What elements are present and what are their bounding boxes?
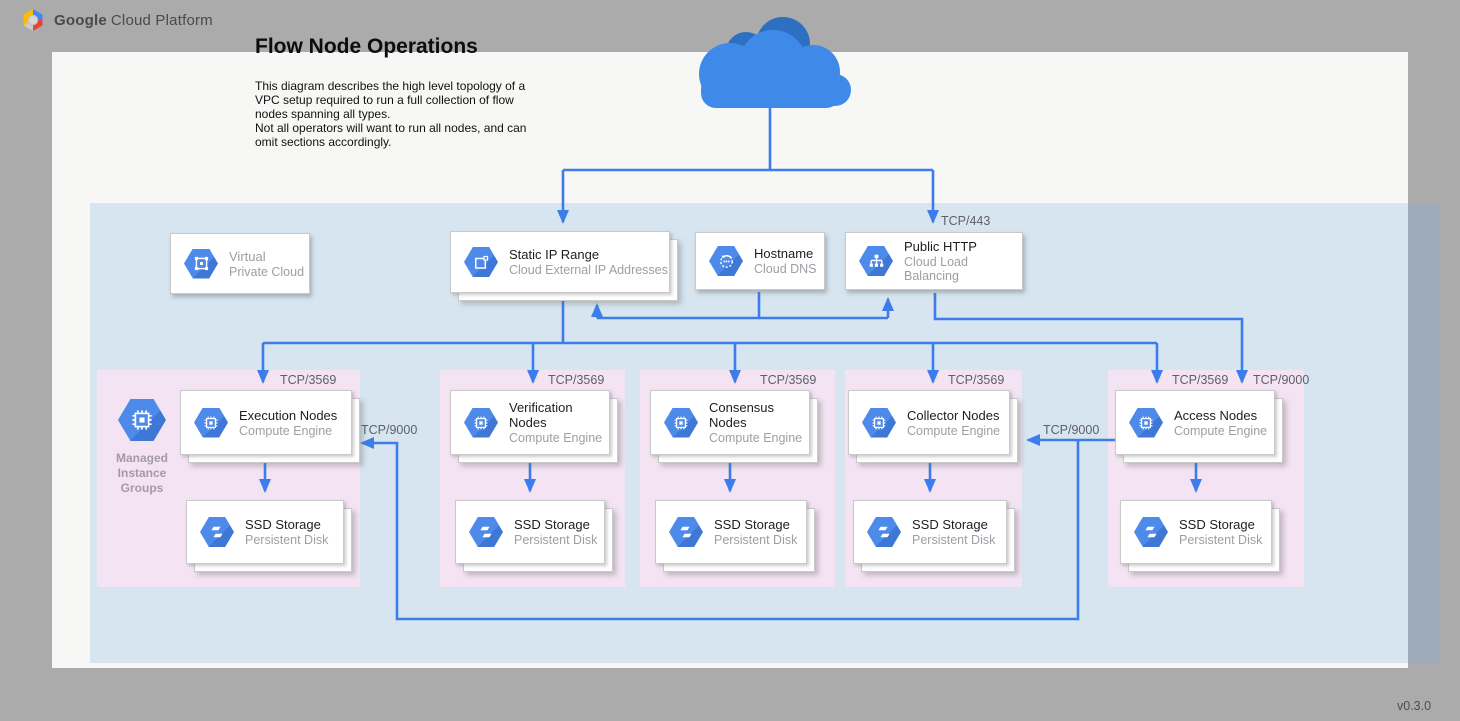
access-nodes-title: Access Nodes [1174,407,1258,423]
persistent-disk-icon [669,517,703,547]
version-label: v0.3.0 [1397,699,1432,713]
mig-label-line3: Groups [120,481,164,495]
card-ssd-access: SSD Storage Persistent Disk [1120,500,1272,564]
card-collector-nodes: Collector Nodes Compute Engine [848,390,1010,455]
port-label-tcp3569-verification: TCP/3569 [548,373,605,387]
brand-rest: Cloud Platform [110,11,213,29]
ssd-title: SSD Storage [714,517,790,532]
managed-instance-groups-icon [118,399,166,441]
internet-cloud-icon [699,17,851,108]
port-label-tcp9000-execution: TCP/9000 [361,423,418,437]
ssd-title: SSD Storage [912,517,988,532]
compute-engine-icon [862,407,896,438]
port-label-tcp3569-consensus: TCP/3569 [760,373,817,387]
brand-bold: Google [54,11,107,29]
ssd-subtitle: Persistent Disk [1179,533,1263,547]
port-label-tcp9000-access-in: TCP/9000 [1253,373,1310,387]
ssd-subtitle: Persistent Disk [714,533,798,547]
card-execution-nodes: Execution Nodes Compute Engine [180,390,352,455]
description-para-1: This diagram describes the high level to… [255,79,526,121]
managed-instance-groups-label: Managed Instance Groups [96,451,188,496]
card-virtual-private-cloud: Virtual Private Cloud [170,233,310,294]
hostname-title: Hostname [754,246,814,261]
public-http-title: Public HTTP [904,239,977,254]
cloud-dns-icon [709,246,743,276]
compute-engine-icon [194,407,228,438]
consensus-nodes-title: Consensus Nodes [709,400,775,430]
port-label-tcp9000-collector: TCP/9000 [1043,423,1100,437]
consensus-nodes-subtitle: Compute Engine [709,431,803,445]
card-ssd-verification: SSD Storage Persistent Disk [455,500,605,564]
collector-nodes-subtitle: Compute Engine [907,423,1001,438]
ssd-subtitle: Persistent Disk [514,533,598,547]
card-ssd-collector: SSD Storage Persistent Disk [853,500,1007,564]
persistent-disk-icon [200,517,234,547]
vpc-card-subtitle: Private Cloud [229,264,305,279]
gcp-logo-icon [23,9,43,31]
page-title: Flow Node Operations [255,35,478,58]
port-label-tcp443: TCP/443 [941,214,991,228]
card-access-nodes: Access Nodes Compute Engine [1115,390,1275,455]
description-para-2: Not all operators will want to run all n… [255,121,527,149]
compute-engine-icon [464,407,498,438]
port-label-tcp3569-collector: TCP/3569 [948,373,1005,387]
collector-nodes-title: Collector Nodes [907,407,1000,423]
diagram-description: This diagram describes the high level to… [255,79,529,149]
mig-label-line1: Managed [115,451,168,465]
port-label-tcp3569-execution: TCP/3569 [280,373,337,387]
port-label-tcp3569-access: TCP/3569 [1172,373,1229,387]
compute-engine-icon [1129,407,1163,438]
card-verification-nodes: Verification Nodes Compute Engine [450,390,610,455]
execution-nodes-subtitle: Compute Engine [239,423,333,438]
mig-label-line2: Instance [117,466,167,480]
vpc-icon [184,248,218,279]
access-nodes-subtitle: Compute Engine [1174,423,1268,438]
card-public-http: Public HTTP Cloud Load Balancing [845,232,1023,290]
static-ip-title: Static IP Range [509,247,600,262]
ssd-title: SSD Storage [245,517,321,532]
card-static-ip-range: Static IP Range Cloud External IP Addres… [450,231,670,293]
persistent-disk-icon [1134,517,1168,547]
compute-engine-icon [664,407,698,438]
persistent-disk-icon [867,517,901,547]
persistent-disk-icon [469,517,503,547]
card-ssd-execution: SSD Storage Persistent Disk [186,500,344,564]
card-consensus-nodes: Consensus Nodes Compute Engine [650,390,810,455]
ssd-title: SSD Storage [514,517,590,532]
hostname-subtitle: Cloud DNS [754,262,817,276]
external-ip-icon [464,247,498,277]
card-ssd-consensus: SSD Storage Persistent Disk [655,500,807,564]
execution-nodes-title: Execution Nodes [239,407,338,423]
static-ip-subtitle: Cloud External IP Addresses [509,263,668,277]
ssd-subtitle: Persistent Disk [245,533,329,547]
card-hostname: Hostname Cloud DNS [695,232,825,290]
verification-nodes-subtitle: Compute Engine [509,431,603,445]
load-balancer-icon [859,246,893,276]
verification-nodes-title: Verification Nodes [509,400,573,430]
public-http-subtitle: Cloud Load Balancing [904,255,968,283]
ssd-subtitle: Persistent Disk [912,533,996,547]
vpc-card-title: Virtual [229,248,266,264]
ssd-title: SSD Storage [1179,517,1255,532]
